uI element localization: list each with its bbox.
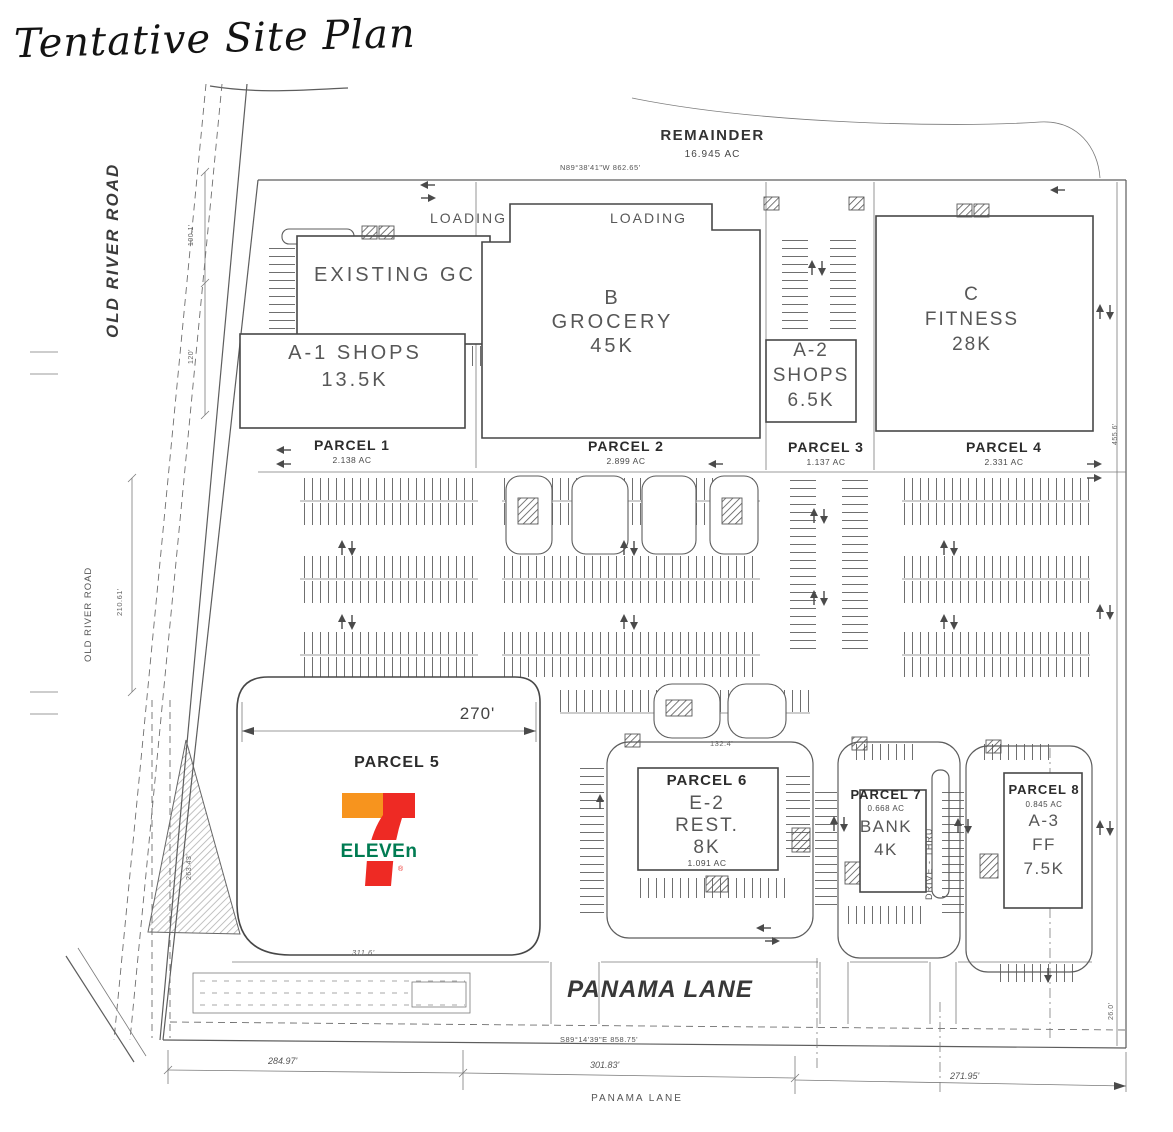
parcel-3-area: 1.137 AC [806, 457, 846, 467]
parcel-7-label: PARCEL 7 [850, 787, 922, 802]
building-e2-rest [637, 767, 779, 871]
building-existing-gc [296, 235, 491, 345]
parking-rows [269, 240, 1090, 982]
building-a2-shops [765, 339, 857, 423]
rest-letter: E-2 [689, 793, 725, 814]
panama-lane-label: PANAMA LANE [567, 976, 753, 1003]
trash-enclosure-icons [361, 196, 1002, 754]
ff-letter: A-3 [1028, 811, 1060, 830]
parcel-1-label: PARCEL 1 [314, 437, 390, 453]
page-title: Tentative Site Plan [13, 10, 417, 68]
building-a3-ff [1003, 772, 1083, 909]
a2-size: 6.5K [787, 390, 835, 411]
logo-registered-mark: ® [398, 865, 404, 873]
roads-and-boundary [30, 83, 1127, 1092]
landscape-strip [192, 972, 471, 1014]
ff-label: FF [1032, 835, 1056, 854]
parking-islands [505, 475, 999, 893]
bank-size: 4K [874, 840, 898, 859]
parcel-8-area: 0.845 AC [1025, 800, 1063, 809]
parcel-8-label: PARCEL 8 [1008, 782, 1080, 797]
rest-size: 8K [693, 837, 721, 858]
parcel-5-width-dim: 270' [459, 704, 496, 723]
logo-word-band [338, 840, 420, 861]
grocery-label: GROCERY [551, 311, 674, 333]
parcel-5-label: PARCEL 5 [354, 754, 440, 771]
traffic-arrow-icons [276, 181, 1114, 983]
right-dim-26: 26.0' [1108, 1002, 1115, 1020]
building-a1-shops [239, 333, 466, 429]
parcel-4-label: PARCEL 4 [966, 439, 1042, 455]
strip-dim: 311.6' [352, 948, 375, 957]
curb-parcel-6 [606, 741, 814, 939]
north-bearing: N89°38'41"W 862.65' [560, 163, 641, 172]
existing-gc-label: EXISTING GC [314, 264, 476, 286]
fitness-label: FITNESS [924, 309, 1020, 330]
remainder-area: 16.945 AC [684, 149, 741, 160]
parcel-6-top-dim: 132.4' [710, 739, 734, 748]
a2-label: SHOPS [772, 365, 850, 386]
seven-eleven-logo: ELEVEn ® [338, 789, 420, 902]
drive-thru-label: DRIVE - THRU [924, 827, 934, 900]
parcel-2-label: PARCEL 2 [588, 438, 664, 454]
building-grocery [481, 203, 761, 439]
curb-parcel-7 [837, 741, 961, 959]
fitness-size: 28K [952, 334, 992, 355]
parcel-1-area: 2.138 AC [332, 455, 372, 465]
left-dim-210: 210.61' [115, 588, 124, 616]
south-bearing: S89°14'39"E 858.75' [560, 1035, 639, 1044]
bank-label: BANK [859, 817, 913, 836]
a1-shops-label: A-1 SHOPS [288, 342, 422, 364]
parcel-3-label: PARCEL 3 [788, 439, 864, 455]
loading-label-right: LOADING [610, 210, 688, 226]
old-river-road-small-label: OLD RIVER ROAD [83, 566, 94, 662]
loading-label-left: LOADING [430, 210, 508, 226]
left-dim-120: 120' [188, 348, 195, 364]
curb-parcel-8 [965, 745, 1093, 973]
grocery-size: 45K [590, 335, 635, 357]
parcel-6-area: 1.091 AC [687, 858, 727, 868]
logo-seven-glyph [365, 793, 415, 886]
bottom-dim-c: 271.95' [950, 1071, 980, 1081]
grocery-letter: B [604, 287, 621, 309]
panama-lane-small-label: PANAMA LANE [591, 1093, 683, 1104]
rest-label: REST. [675, 815, 739, 836]
parcel-6-label: PARCEL 6 [666, 772, 748, 789]
logo-orange-block [342, 793, 383, 818]
remainder-label: REMAINDER [660, 127, 765, 144]
a1-shops-size: 13.5K [321, 369, 389, 391]
bottom-dim-a: 284.97' [268, 1056, 298, 1066]
drive-thru-lane [931, 769, 950, 899]
a2-letter: A-2 [793, 340, 829, 361]
left-dim-263: 263.43' [186, 853, 193, 880]
parcel-4-area: 2.331 AC [984, 457, 1024, 467]
bottom-dim-b: 301.83' [590, 1060, 620, 1070]
parcel-7-area: 0.668 AC [867, 804, 905, 813]
dimension-lines [127, 167, 1127, 1094]
old-river-road-label: OLD RIVER ROAD [103, 162, 122, 338]
logo-eleven-text: ELEVEn [341, 841, 418, 862]
building-fitness [875, 215, 1094, 432]
left-dim-100: 100.1' [188, 224, 195, 246]
building-bank [859, 789, 927, 893]
parcel-2-area: 2.899 AC [606, 456, 646, 466]
ff-size: 7.5K [1023, 859, 1065, 878]
fitness-letter: C [964, 284, 980, 305]
right-dim-455: 455.6' [1112, 423, 1119, 445]
